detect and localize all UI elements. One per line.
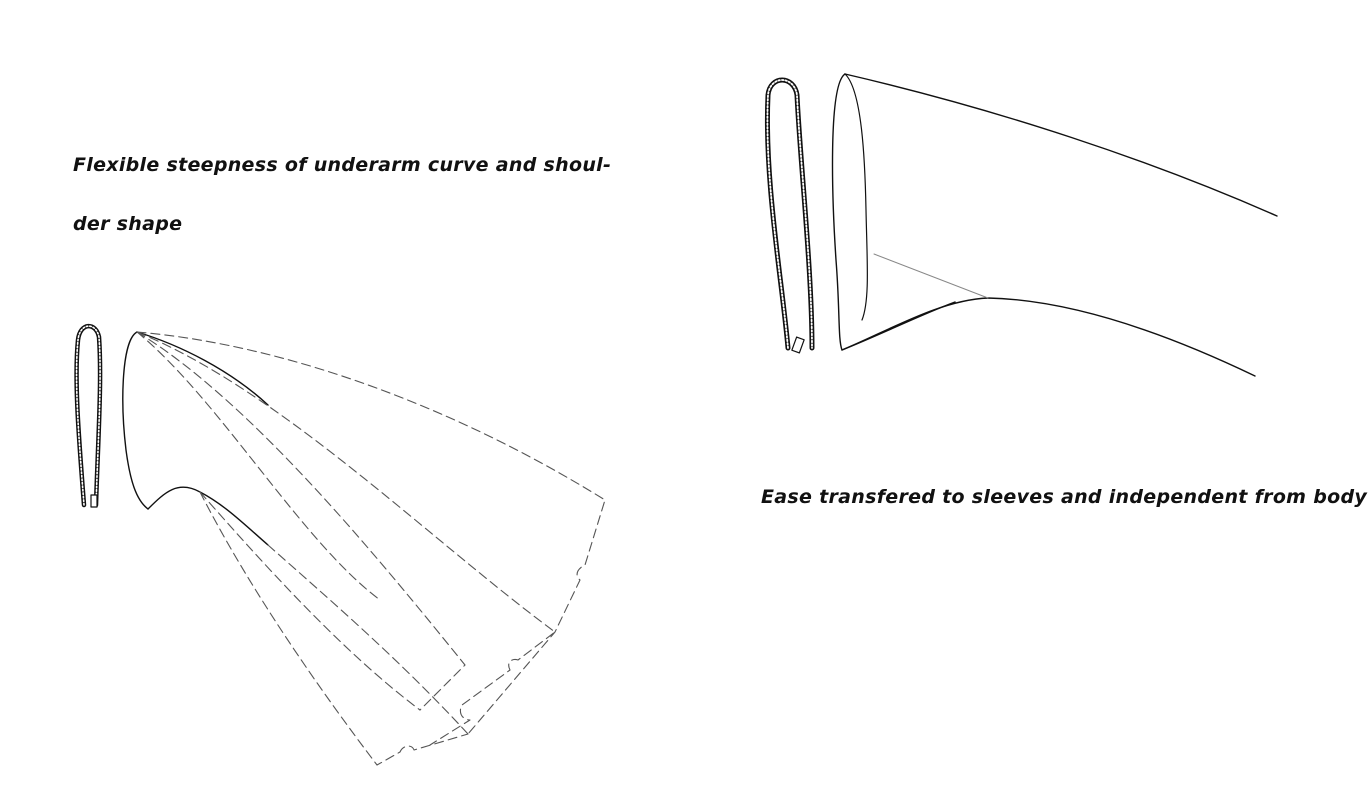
right-sleeve-top (844, 73, 1278, 217)
left-underarm-variant-3 (267, 544, 469, 735)
left-sleeve-variant-c (136, 331, 466, 711)
left-underarm-variant-2 (199, 491, 469, 766)
left-sleeve-variant-a (136, 331, 606, 735)
left-sleeve-cap (122, 331, 149, 510)
right-sleeve-diagram (764, 73, 1278, 377)
right-sleeve-cap-inner (844, 73, 868, 321)
right-sleeve-underarm (841, 297, 1256, 377)
left-underarm-variant-1 (199, 491, 421, 711)
right-sleeve-cap (831, 73, 956, 351)
left-caption-line-1: Flexible steepness of underarm curve and… (73, 154, 612, 176)
left-sleeve-variant-b (136, 331, 556, 746)
left-zipper-icon (74, 323, 103, 508)
right-zipper-icon (764, 77, 815, 354)
right-caption: Ease transfered to sleeves and independe… (761, 486, 1368, 508)
left-sleeve-top-solid (136, 331, 269, 406)
left-sleeve-underarm-solid (147, 486, 269, 546)
right-ease-guide-line (873, 253, 989, 299)
left-caption-line-2: der shape (73, 213, 183, 235)
left-sleeve-diagram (74, 323, 606, 766)
